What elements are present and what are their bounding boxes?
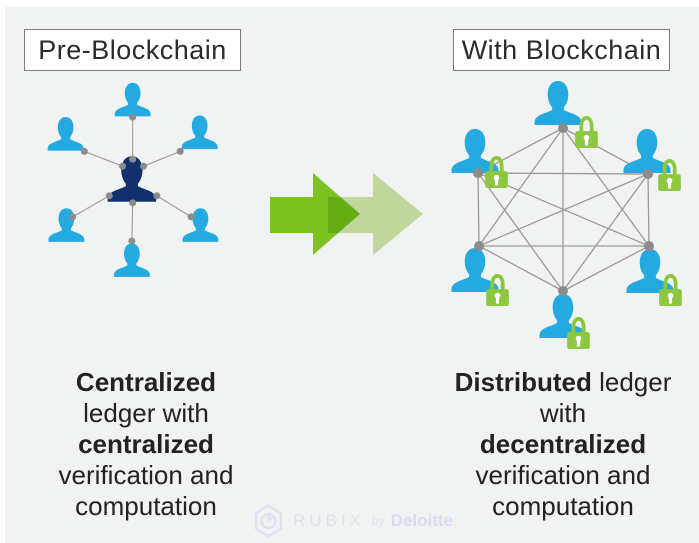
distributed-network-diagram [451,80,683,350]
person-bust-icon [182,208,219,242]
hub-spoke-links [72,117,192,242]
arrow-solid-green [270,173,360,255]
network-link [478,173,649,247]
hexagon-clock-logo-icon [254,504,283,538]
watermark-company: Deloitte [390,511,453,530]
network-link [647,173,650,247]
caption-bold-word: Distributed [454,367,592,397]
connection-dot [128,237,136,245]
person-bust-icon [534,80,582,126]
network-link [84,150,123,167]
connection-dot [473,168,483,178]
connection-dot [187,213,195,221]
caption-line: ledger with [83,398,209,428]
caption-rest: ledger [591,367,672,397]
caption-line: decentralized [479,429,647,459]
network-link [562,173,649,292]
connection-dot [176,147,184,155]
mesh-links [477,127,650,292]
caption-line: verification and [58,460,234,490]
network-link [143,150,181,167]
caption-line: verification and [475,460,651,490]
connection-dot [119,162,127,170]
connection-dot [558,286,568,296]
frame-border-left [0,0,5,543]
connection-dot [643,169,653,179]
caption-line: computation [492,491,634,521]
watermark-by: by [371,514,385,528]
with-blockchain-label: With Blockchain [453,29,670,71]
caption-line: centralized [78,429,214,459]
pre-blockchain-label: Pre-Blockchain [24,29,241,71]
person-bust-icon [114,82,151,117]
network-link [562,245,650,292]
connection-dot [474,241,484,251]
connection-dot [644,241,654,251]
caption-line: with [539,398,587,428]
left-caption: Centralized ledger with centralized veri… [26,367,266,522]
connection-dot [80,147,88,155]
person-bust-icon [539,293,587,339]
person-bust-icon [47,117,84,151]
caption-line: Centralized [75,367,217,397]
connection-dots [473,123,654,296]
connection-dot [140,162,148,170]
caption-line: computation [75,491,217,521]
person-bust-icon [113,243,150,277]
caption-line: Distributed ledger [437,367,689,398]
padlock-icon [485,274,510,307]
frame-border-top [0,0,699,7]
network-link [72,195,110,218]
double-right-arrow-icon [270,173,423,255]
connection-dot [129,155,137,163]
network-link [478,245,564,292]
centralized-network-diagram [47,82,219,277]
network-link [478,127,564,247]
connection-dot [105,192,113,200]
network-link [477,172,480,247]
connection-dots [69,113,195,245]
arrow-light-green [328,173,423,255]
network-link [156,195,192,218]
connection-dot [153,192,161,200]
connection-dot [129,199,137,207]
connection-dot [69,213,77,221]
watermark-brand: RUBIX [293,511,365,530]
rubix-deloitte-watermark: RUBIX by Deloitte . [253,503,458,539]
watermark-green-dot: . [453,511,458,530]
connection-dot [129,113,137,121]
padlock-icon [566,317,591,350]
right-caption: Distributed ledger with decentralized ve… [437,367,689,522]
network-link [477,172,564,292]
network-link [131,202,134,242]
connection-dot [558,123,568,133]
person-bust-icon [181,115,218,150]
padlock-icon [658,274,683,307]
